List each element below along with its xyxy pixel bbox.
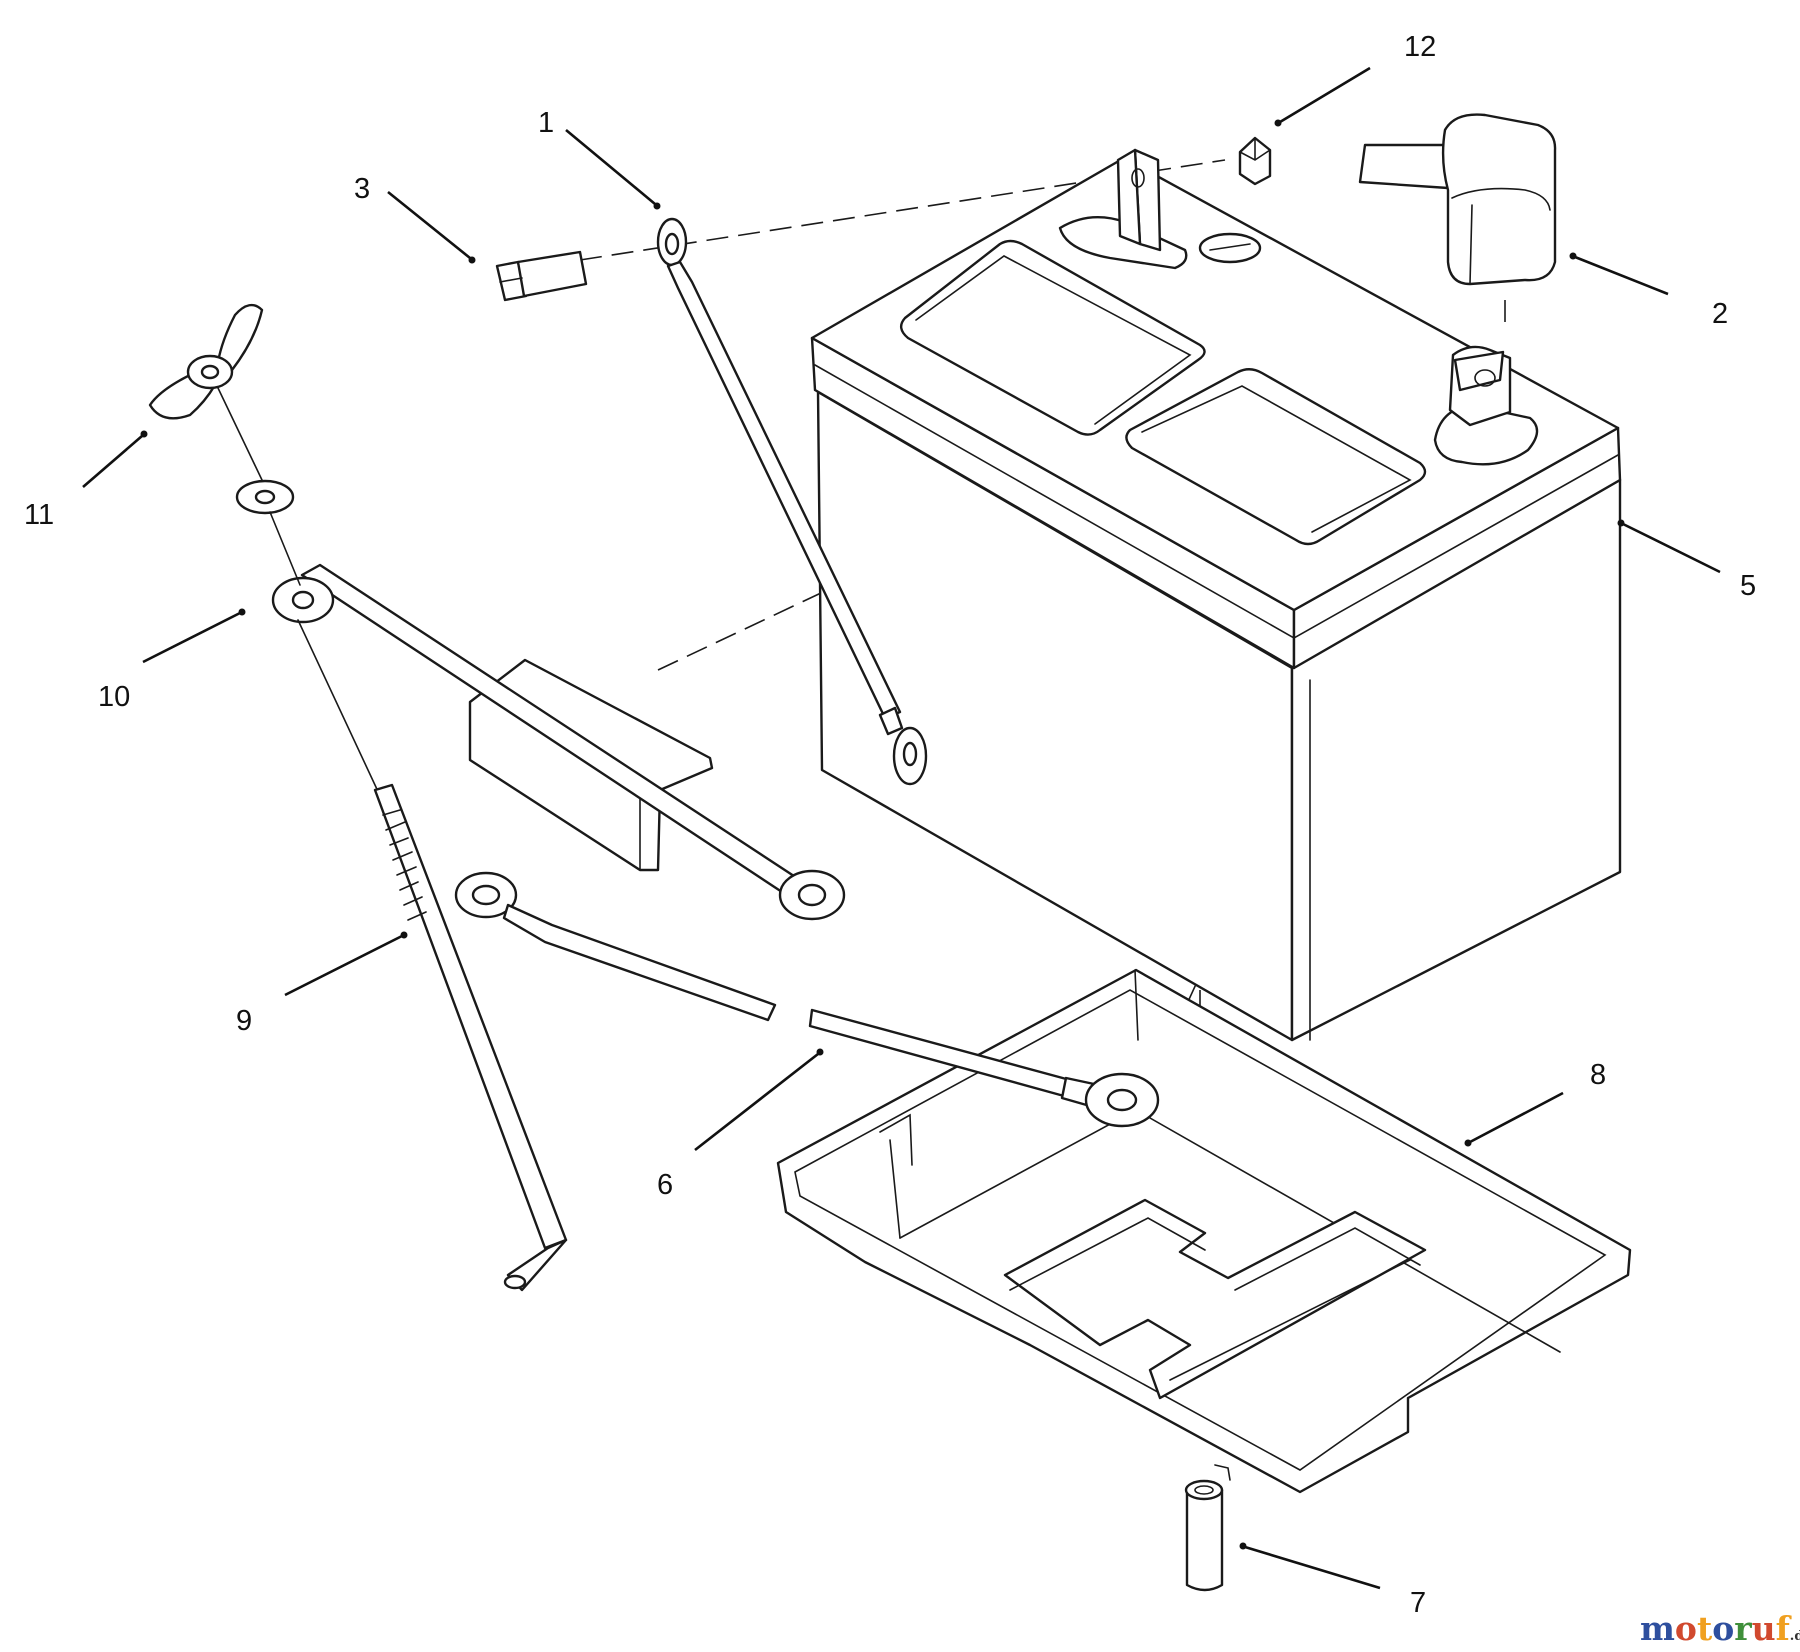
terminal-bolt xyxy=(495,250,588,302)
watermark-letter: u xyxy=(1752,1609,1776,1648)
callout-5: 5 xyxy=(1617,519,1756,602)
callout-2: 2 xyxy=(1569,252,1728,330)
watermark-letter: r xyxy=(1734,1609,1752,1648)
motoruf-watermark: motoruf.de xyxy=(1640,1609,1800,1648)
battery-tray xyxy=(776,968,1632,1494)
ground-cable xyxy=(656,217,928,786)
svg-text:motoruf.de: motoruf.de xyxy=(1640,1609,1800,1648)
callout-10: 10 xyxy=(98,608,246,713)
svg-text:7: 7 xyxy=(1410,1587,1426,1619)
svg-text:5: 5 xyxy=(1740,570,1756,602)
hold-down-bracket xyxy=(271,563,846,921)
svg-text:8: 8 xyxy=(1590,1059,1606,1091)
svg-text:11: 11 xyxy=(24,499,54,531)
svg-text:10: 10 xyxy=(98,681,130,713)
svg-text:2: 2 xyxy=(1712,298,1728,330)
watermark-letter: o xyxy=(1675,1609,1697,1648)
callout-6: 6 xyxy=(657,1048,824,1201)
svg-text:1: 1 xyxy=(538,107,554,139)
svg-text:9: 9 xyxy=(236,1005,252,1037)
svg-text:6: 6 xyxy=(657,1169,673,1201)
callout-1: 1 xyxy=(538,107,661,210)
callout-11: 11 xyxy=(24,430,148,531)
svg-text:12: 12 xyxy=(1404,31,1436,63)
terminal-boot xyxy=(1358,113,1557,286)
tray-spacer xyxy=(1184,1479,1224,1592)
watermark-letter: t xyxy=(1697,1609,1713,1648)
watermark-letter: f xyxy=(1776,1609,1792,1648)
battery xyxy=(810,148,1622,1042)
callout-8: 8 xyxy=(1464,1059,1606,1147)
positive-cable xyxy=(454,871,1160,1128)
callout-7: 7 xyxy=(1239,1542,1426,1619)
watermark-letter: m xyxy=(1640,1609,1675,1648)
terminal-nut xyxy=(1238,136,1272,186)
svg-text:3: 3 xyxy=(354,173,370,205)
callout-3: 3 xyxy=(354,173,476,264)
watermark-letter: o xyxy=(1712,1609,1734,1648)
callout-12: 12 xyxy=(1274,31,1436,127)
wing-nut xyxy=(148,303,301,586)
j-bolt xyxy=(297,619,568,1292)
callout-9: 9 xyxy=(236,931,408,1037)
